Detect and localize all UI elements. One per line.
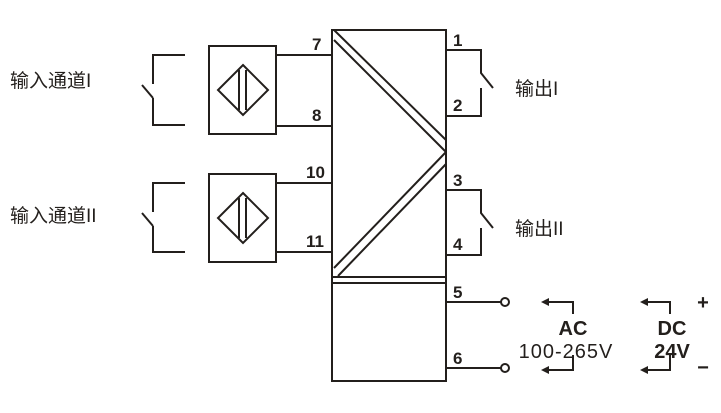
terminal-screw-icon [500,297,510,307]
output-2: 3 4 输出II [446,171,564,256]
switch-icon [152,182,185,212]
input-channel-1-label: 输入通道I [10,70,91,92]
terminal-4: 4 [453,235,463,254]
terminal-5: 5 [453,283,462,302]
isolator-module [331,29,447,382]
input-channel-2-label: 输入通道II [10,205,97,227]
ac-label: AC [559,318,588,340]
switch-icon [152,54,185,84]
ac-voltage: 100-265V [519,341,614,363]
dc-label: DC [658,318,687,340]
plus-sign: + [697,292,709,314]
output-2-label: 输出II [515,218,564,240]
relay-contact-icon [446,49,494,89]
input-channel-1: 7 8 输入通道I [10,35,332,135]
terminal-10: 10 [306,163,325,182]
terminal-11: 11 [306,232,324,251]
input-channel-2: 10 11 输入通道II [10,163,332,263]
ac-arrows-icon [541,298,574,374]
terminal-8: 8 [312,106,321,125]
terminal-1: 1 [453,31,462,50]
terminal-7: 7 [312,35,321,54]
relay-contact-icon [446,189,494,229]
dc-voltage: 24V [654,341,690,363]
output-1-label: 输出I [515,78,558,100]
power-supply: 5 6 AC 100-265V DC 24V + − [446,283,709,379]
dc-arrows-icon [640,298,671,374]
proximity-sensor-icon [208,173,277,263]
terminal-screw-icon [500,363,510,373]
terminal-6: 6 [453,349,462,368]
terminal-2: 2 [453,96,462,115]
output-1: 1 2 输出I [446,31,558,117]
terminal-3: 3 [453,171,462,190]
proximity-sensor-icon [208,45,277,135]
minus-sign: − [697,357,709,379]
